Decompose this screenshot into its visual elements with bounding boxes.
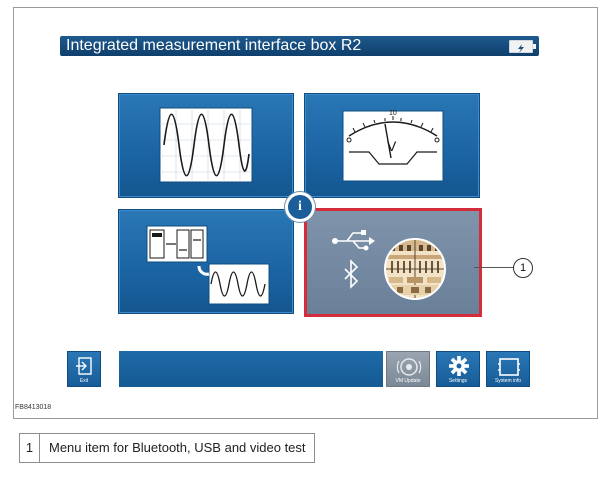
- video-test-icon: [384, 238, 446, 300]
- app-title: Integrated measurement interface box R2: [66, 37, 362, 54]
- vm-update-label: VM Update: [395, 378, 421, 384]
- gear-icon: [449, 356, 469, 376]
- diagnostic-module-icon: [146, 225, 270, 305]
- oscilloscope-icon: [159, 107, 253, 183]
- title-bar: Integrated measurement interface box R2: [60, 36, 539, 56]
- caption-number: 1: [20, 434, 40, 462]
- exit-icon: [76, 357, 92, 375]
- dial-value-label: 10: [389, 110, 397, 117]
- vm-update-icon: [396, 358, 422, 376]
- bluetooth-icon: [344, 259, 359, 289]
- settings-button[interactable]: Settings: [436, 351, 480, 387]
- system-info-button[interactable]: System info: [486, 351, 530, 387]
- system-info-icon: [498, 358, 520, 376]
- caption-table: 1 Menu item for Bluetooth, USB and video…: [19, 433, 315, 463]
- exit-label: Exit: [79, 378, 89, 384]
- callout-marker: 1: [513, 258, 533, 278]
- voltmeter-icon: 10 V: [342, 110, 444, 182]
- callout-leader-line: [474, 267, 514, 268]
- battery-icon: [509, 40, 536, 53]
- oscilloscope-tile[interactable]: [118, 93, 294, 198]
- vm-update-button[interactable]: VM Update: [386, 351, 430, 387]
- unit-label: V: [387, 138, 397, 154]
- figure-code: FB8413018: [15, 404, 52, 411]
- exit-button[interactable]: Exit: [67, 351, 101, 387]
- usb-icon: [332, 230, 446, 300]
- settings-label: Settings: [448, 378, 468, 384]
- bluetooth-usb-video-tile[interactable]: [304, 208, 482, 317]
- system-info-label: System info: [494, 378, 522, 384]
- info-button[interactable]: i: [285, 192, 315, 222]
- status-bar: [119, 351, 383, 387]
- voltmeter-tile[interactable]: 10 V: [304, 93, 480, 198]
- caption-text: Menu item for Bluetooth, USB and video t…: [49, 440, 306, 455]
- diagnostics-tile[interactable]: [118, 209, 294, 314]
